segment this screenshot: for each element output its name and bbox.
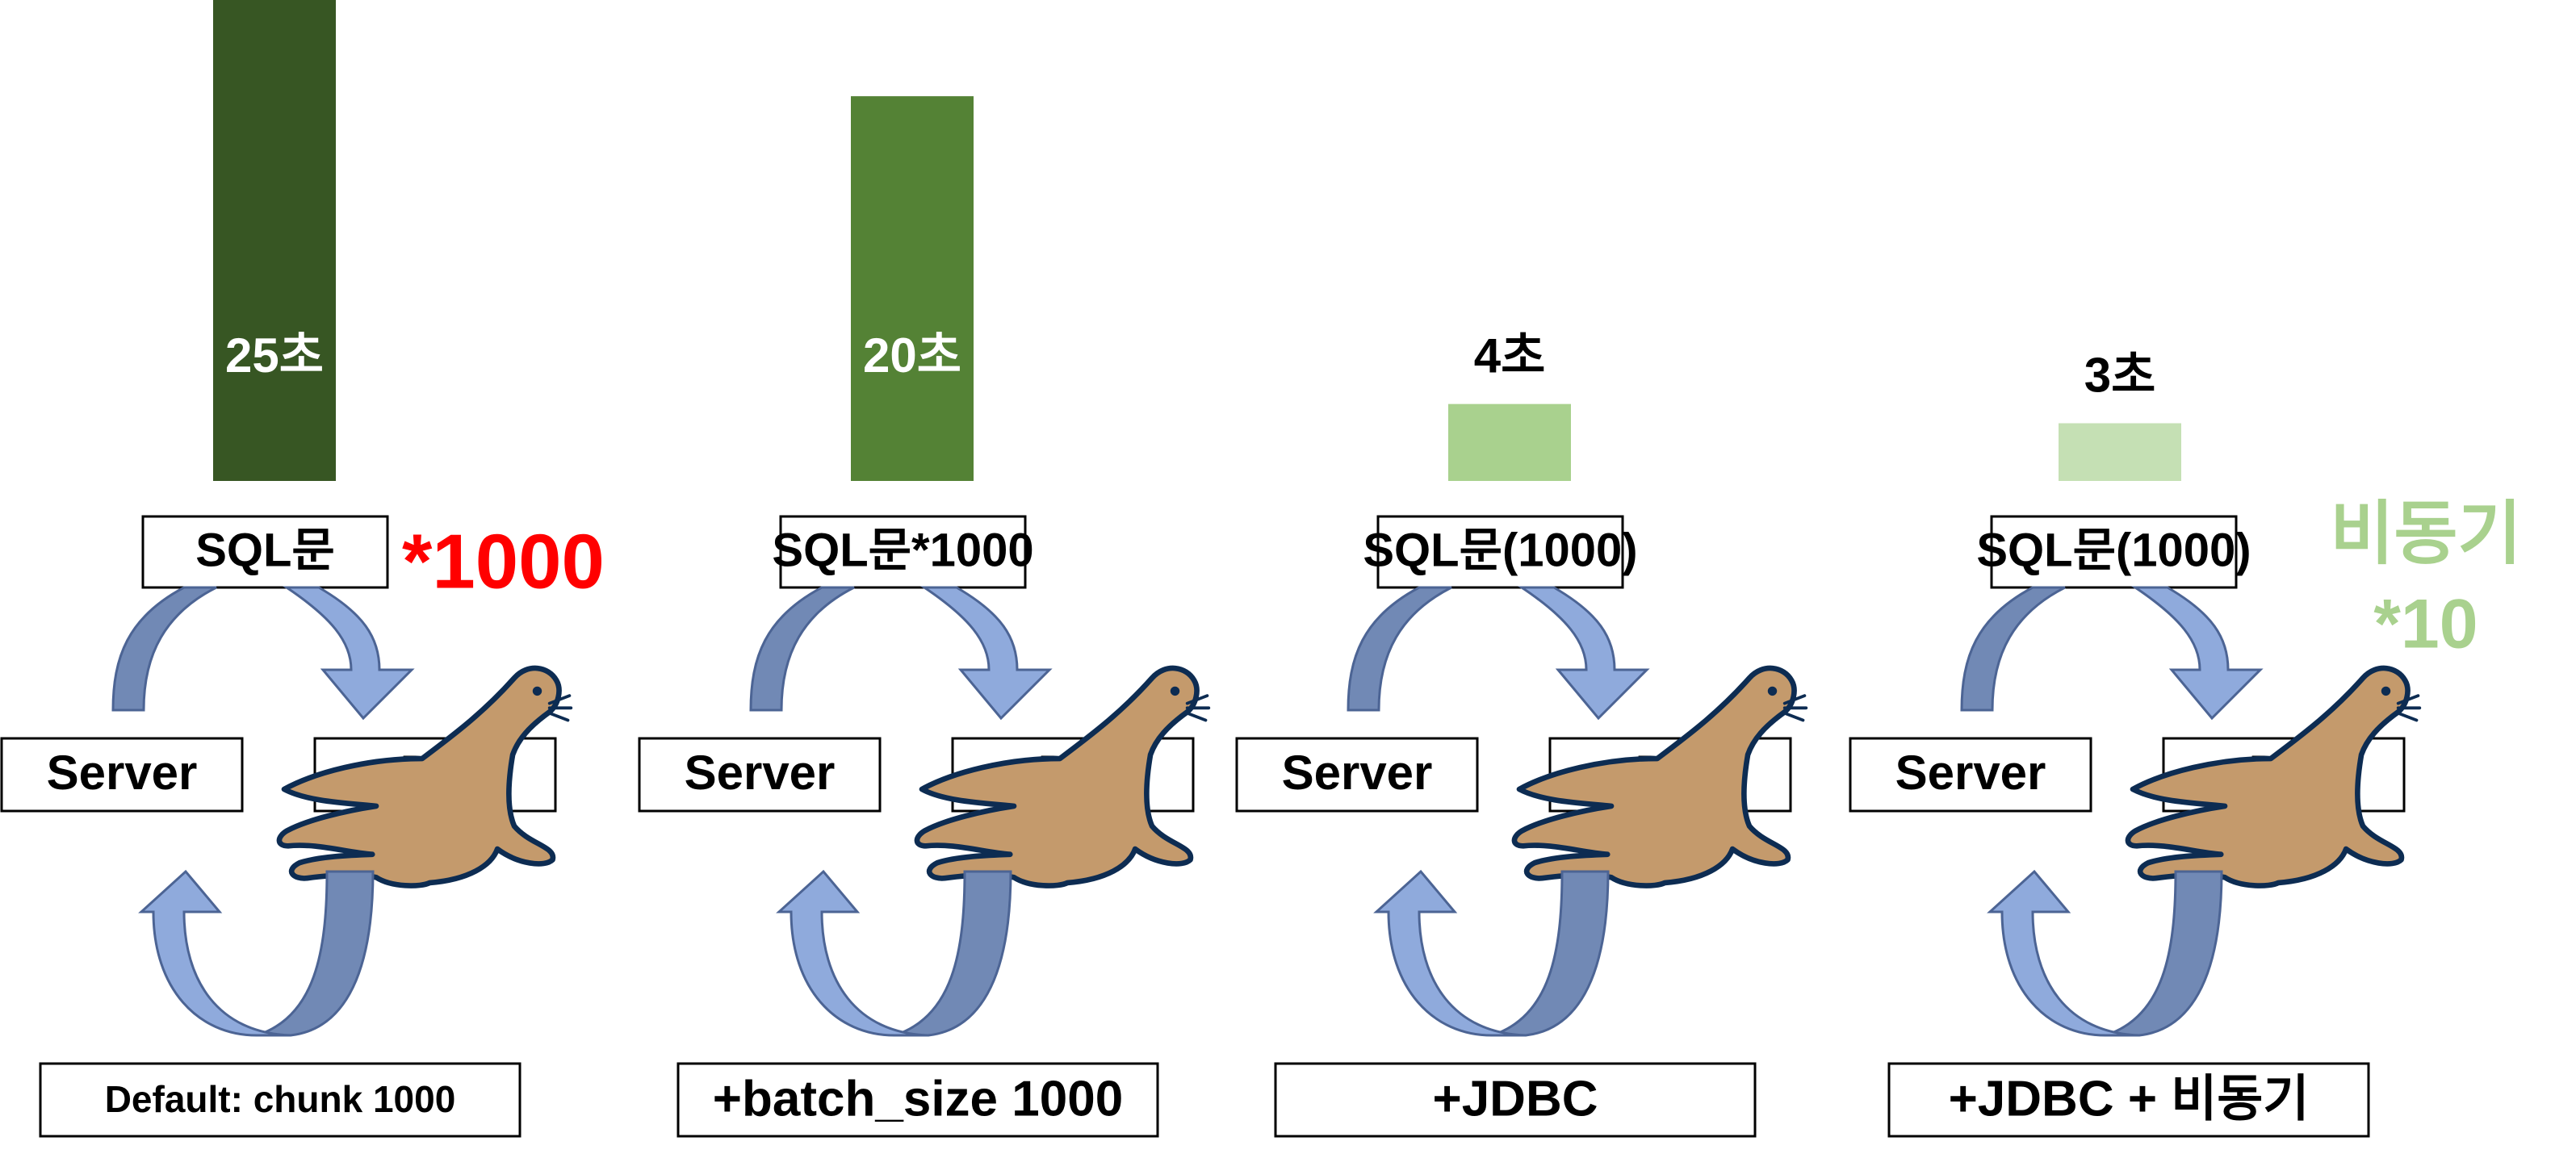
curved-arrow-icon bbox=[1347, 586, 1452, 712]
sql-label: SQL문 bbox=[195, 524, 335, 576]
panel-1: 25초SQL문ServerDBDefault: chunk 1000*1000 bbox=[0, 0, 605, 1138]
curved-arrow-icon bbox=[1518, 586, 1650, 721]
bar-value-label-2: 20초 bbox=[863, 328, 961, 383]
bar-4 bbox=[2059, 423, 2181, 481]
bar-1 bbox=[213, 0, 336, 481]
bar-3 bbox=[1448, 403, 1571, 481]
bar-value-label-3: 4초 bbox=[1474, 328, 1546, 383]
sql-label: SQL문(1000) bbox=[1363, 524, 1637, 576]
config-label: +batch_size 1000 bbox=[713, 1071, 1123, 1127]
config-label: +JDBC + 비동기 bbox=[1949, 1071, 2310, 1127]
async-label: 비동기 bbox=[2330, 495, 2521, 573]
bar-value-label-1: 25초 bbox=[225, 328, 324, 383]
server-label: Server bbox=[685, 746, 836, 800]
server-box bbox=[638, 737, 882, 813]
curved-arrow-icon bbox=[2131, 586, 2264, 721]
sql-box bbox=[1376, 515, 1624, 589]
sql-box bbox=[779, 515, 1027, 589]
server-label: Server bbox=[1895, 746, 2046, 800]
server-box bbox=[0, 737, 244, 813]
curved-arrow-icon bbox=[256, 870, 375, 1037]
curved-arrow-icon bbox=[776, 869, 929, 1037]
curved-arrow-icon bbox=[283, 586, 415, 721]
curved-arrow-icon bbox=[1491, 870, 1610, 1037]
curved-arrow-icon bbox=[138, 869, 291, 1037]
bar-value-label-4: 3초 bbox=[2084, 348, 2156, 402]
curved-arrow-icon bbox=[1987, 869, 2140, 1037]
server-label: Server bbox=[47, 746, 198, 800]
multiplier-label: *1000 bbox=[402, 518, 605, 604]
curved-arrow-icon bbox=[920, 586, 1053, 721]
sql-label: SQL문*1000 bbox=[772, 524, 1033, 576]
config-box bbox=[676, 1062, 1159, 1138]
sql-label: SQL문(1000) bbox=[1976, 524, 2251, 576]
bar-2 bbox=[851, 96, 974, 481]
config-box bbox=[1274, 1062, 1757, 1138]
curved-arrow-icon bbox=[894, 870, 1012, 1037]
config-box bbox=[39, 1062, 521, 1138]
server-box bbox=[1235, 737, 1479, 813]
curved-arrow-icon bbox=[2105, 870, 2223, 1037]
sql-box bbox=[141, 515, 389, 589]
server-box bbox=[1849, 737, 2092, 813]
config-box bbox=[1887, 1062, 2370, 1138]
curved-arrow-icon bbox=[1960, 586, 2066, 712]
curved-arrow-icon bbox=[111, 586, 217, 712]
server-label: Server bbox=[1282, 746, 1433, 800]
sql-box bbox=[1990, 515, 2238, 589]
config-label: +JDBC bbox=[1432, 1071, 1598, 1127]
async-multiplier-label: *10 bbox=[2373, 586, 2478, 663]
curved-arrow-icon bbox=[1373, 869, 1527, 1037]
config-label: Default: chunk 1000 bbox=[105, 1078, 456, 1120]
curved-arrow-icon bbox=[749, 586, 855, 712]
